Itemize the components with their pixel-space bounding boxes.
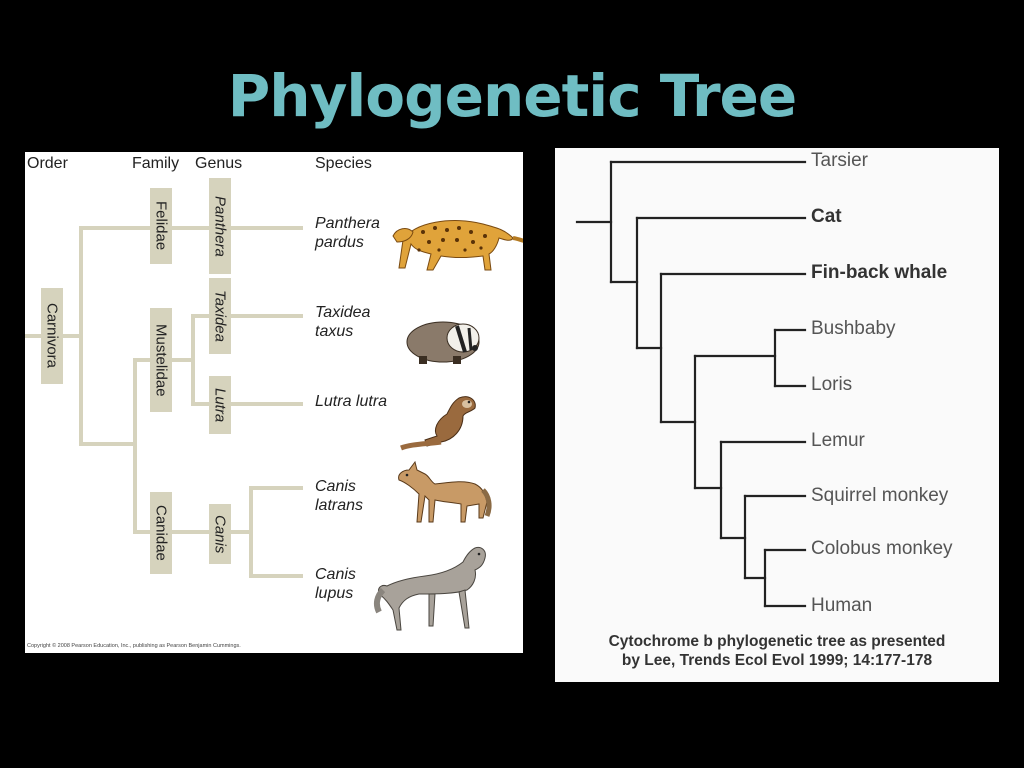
genus-box-taxidea: Taxidea	[209, 278, 231, 354]
order-label: Carnivora	[43, 303, 61, 369]
family-label: Canidae	[152, 505, 170, 561]
family-label: Mustelidae	[152, 323, 170, 397]
leaf-bushbaby: Bushbaby	[811, 318, 896, 339]
genus-box-panthera: Panthera	[209, 178, 231, 274]
header-genus: Genus	[195, 155, 243, 172]
species-canis-lupus: Canis lupus	[315, 565, 405, 603]
species-panthera-pardus: Panthera pardus	[315, 214, 405, 252]
genus-label: Panthera	[211, 195, 229, 257]
carnivora-tree-panel: Order Family Genus Species Carnivora Fel…	[25, 152, 523, 653]
copyright-note: Copyright © 2008 Pearson Education, Inc.…	[27, 643, 241, 649]
leaf-lemur: Lemur	[811, 430, 865, 451]
genus-label: Taxidea	[211, 290, 229, 342]
species-line: lupus	[315, 585, 354, 602]
family-box-canidae: Canidae	[150, 492, 172, 574]
leaf-squirrel-monkey: Squirrel monkey	[811, 485, 949, 506]
family-label: Felidae	[152, 201, 170, 251]
genus-label: Canis	[211, 514, 229, 554]
cytochrome-tree-branches	[575, 160, 807, 608]
species-line: Canis	[315, 566, 356, 583]
species-line: Panthera	[315, 215, 380, 232]
leaf-cat: Cat	[811, 206, 842, 227]
tree-caption: Cytochrome b phylogenetic tree as presen…	[555, 632, 999, 670]
cytochrome-tree-panel: Tarsier Cat Fin-back whale Bushbaby Lori…	[555, 148, 999, 682]
genus-box-lutra: Lutra	[209, 376, 231, 434]
leaf-loris: Loris	[811, 374, 853, 395]
badger-illustration	[406, 321, 480, 364]
leaf-tarsier: Tarsier	[811, 150, 869, 171]
carnivora-tree-branches	[25, 220, 523, 631]
family-box-mustelidae: Mustelidae	[150, 308, 172, 412]
species-lutra-lutra: Lutra lutra	[315, 392, 415, 411]
header-order: Order	[27, 155, 68, 172]
species-taxidea-taxus: Taxidea taxus	[315, 303, 405, 341]
slide-title: Phylogenetic Tree	[227, 62, 797, 130]
species-line: pardus	[315, 234, 364, 251]
caption-line: by Lee, Trends Ecol Evol 1999; 14:177-17…	[621, 652, 933, 669]
leaf-colobus-monkey: Colobus monkey	[811, 538, 953, 559]
species-line: Canis	[315, 478, 356, 495]
genus-label: Lutra	[211, 387, 229, 423]
genus-box-canis: Canis	[209, 504, 231, 564]
otter-illustration	[400, 396, 476, 451]
header-species: Species	[315, 155, 372, 172]
wolf-illustration	[373, 547, 486, 631]
species-line: Lutra lutra	[315, 393, 388, 410]
coyote-illustration	[398, 460, 492, 523]
leaf-fin-back-whale: Fin-back whale	[811, 262, 948, 283]
species-canis-latrans: Canis latrans	[315, 477, 405, 515]
leopard-illustration	[392, 220, 523, 271]
species-line: latrans	[315, 497, 364, 514]
order-box: Carnivora	[41, 288, 63, 384]
caption-line: Cytochrome b phylogenetic tree as presen…	[608, 633, 946, 650]
header-family: Family	[132, 155, 180, 172]
species-line: taxus	[315, 323, 354, 340]
species-line: Taxidea	[315, 304, 371, 321]
family-box-felidae: Felidae	[150, 188, 172, 264]
leaf-human: Human	[811, 595, 873, 616]
